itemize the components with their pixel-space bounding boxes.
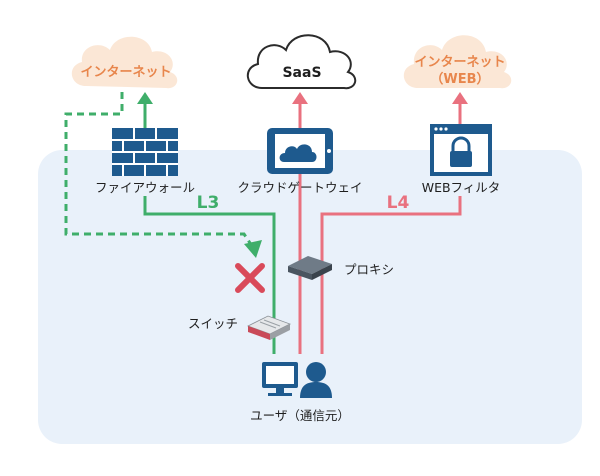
l3-label: L3 xyxy=(197,193,220,213)
l3-path-line xyxy=(143,196,276,354)
internet-cloud-right: インターネット （WEB） xyxy=(403,35,512,89)
internal-network-zone xyxy=(38,150,582,444)
l4-path-line xyxy=(320,196,462,354)
switch-label: スイッチ xyxy=(188,316,238,331)
user-label: ユーザ（通信元） xyxy=(250,408,350,423)
l4-label: L4 xyxy=(387,193,410,213)
internet-left-label: インターネット xyxy=(80,65,171,80)
internet-right-label-line2: （WEB） xyxy=(430,71,489,87)
firewall-label: ファイアウォール xyxy=(95,180,195,195)
internet-cloud-left: インターネット xyxy=(71,36,178,89)
switch-icon xyxy=(246,315,292,340)
saas-cloud: SaaS xyxy=(247,34,357,90)
firewall-icon xyxy=(112,128,178,176)
web-filter-label: WEBフィルタ xyxy=(422,180,501,195)
proxy-icon xyxy=(288,256,332,280)
internet-right-label-line1: インターネット xyxy=(414,55,505,70)
bypass-arrow-icon xyxy=(244,240,262,258)
cloud-gateway-icon xyxy=(267,128,333,174)
firewall-up-arrow-icon xyxy=(137,92,153,104)
gateway-up-arrow-icon xyxy=(292,92,308,104)
user-icon xyxy=(300,362,332,398)
proxy-label: プロキシ xyxy=(344,262,394,277)
web-filter-icon xyxy=(430,124,492,176)
cloud-gateway-label: クラウドゲートウェイ xyxy=(237,180,362,195)
pc-icon xyxy=(262,362,298,396)
webfilter-up-arrow-icon xyxy=(452,92,468,104)
saas-label: SaaS xyxy=(282,65,321,81)
bypass-dashed-line xyxy=(64,92,254,247)
blocked-x-icon xyxy=(235,263,265,293)
